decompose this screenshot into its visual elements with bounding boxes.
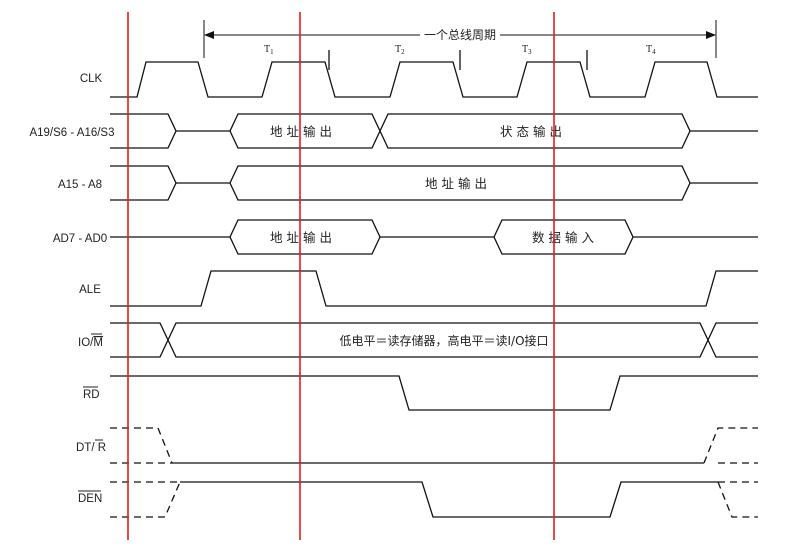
io-m-label: IO/M (78, 337, 103, 349)
io-m-note: 低电平＝读存储器，高电平＝读I/O接口 (339, 333, 548, 348)
ad7-ad0-label: AD7 - AD0 (53, 233, 107, 245)
a19-s6-label: A19/S6 - A16/S3 (29, 127, 114, 139)
a19-s6-addr-text: 地址输出 (270, 124, 336, 139)
t3-label: T3 (522, 44, 532, 56)
clk-wave (110, 61, 758, 98)
a19-s6-status-text: 状态输出 (500, 124, 566, 139)
den-wave (110, 481, 758, 518)
bus-cycle-label: 一个总线周期 (424, 28, 496, 42)
dt-r-label: DT/ R (76, 442, 106, 454)
dt-r-wave (110, 427, 758, 464)
a15-a8-addr-text: 地址输出 (425, 176, 491, 191)
ad7-ad0-addr-text: 地址输出 (270, 230, 336, 245)
rd-label: RD (83, 389, 100, 401)
io-m-wave (110, 322, 758, 358)
t4-label: T4 (646, 44, 656, 56)
t1-label: T1 (264, 44, 274, 56)
a15-a8-label: A15 - A8 (58, 179, 102, 191)
a15-a8-wave (110, 165, 758, 201)
a19-s6-wave (110, 113, 758, 149)
ad7-ad0-wave (110, 219, 758, 255)
ale-wave (110, 270, 758, 307)
ad7-ad0-data-text: 数据输入 (532, 230, 598, 245)
den-label: DEN (78, 493, 102, 505)
rd-wave (110, 375, 758, 411)
clk-label: CLK (80, 73, 103, 85)
ale-label: ALE (79, 284, 101, 296)
t2-label: T2 (395, 44, 405, 56)
bus-cycle-arrow: 一个总线周期 (203, 20, 717, 58)
